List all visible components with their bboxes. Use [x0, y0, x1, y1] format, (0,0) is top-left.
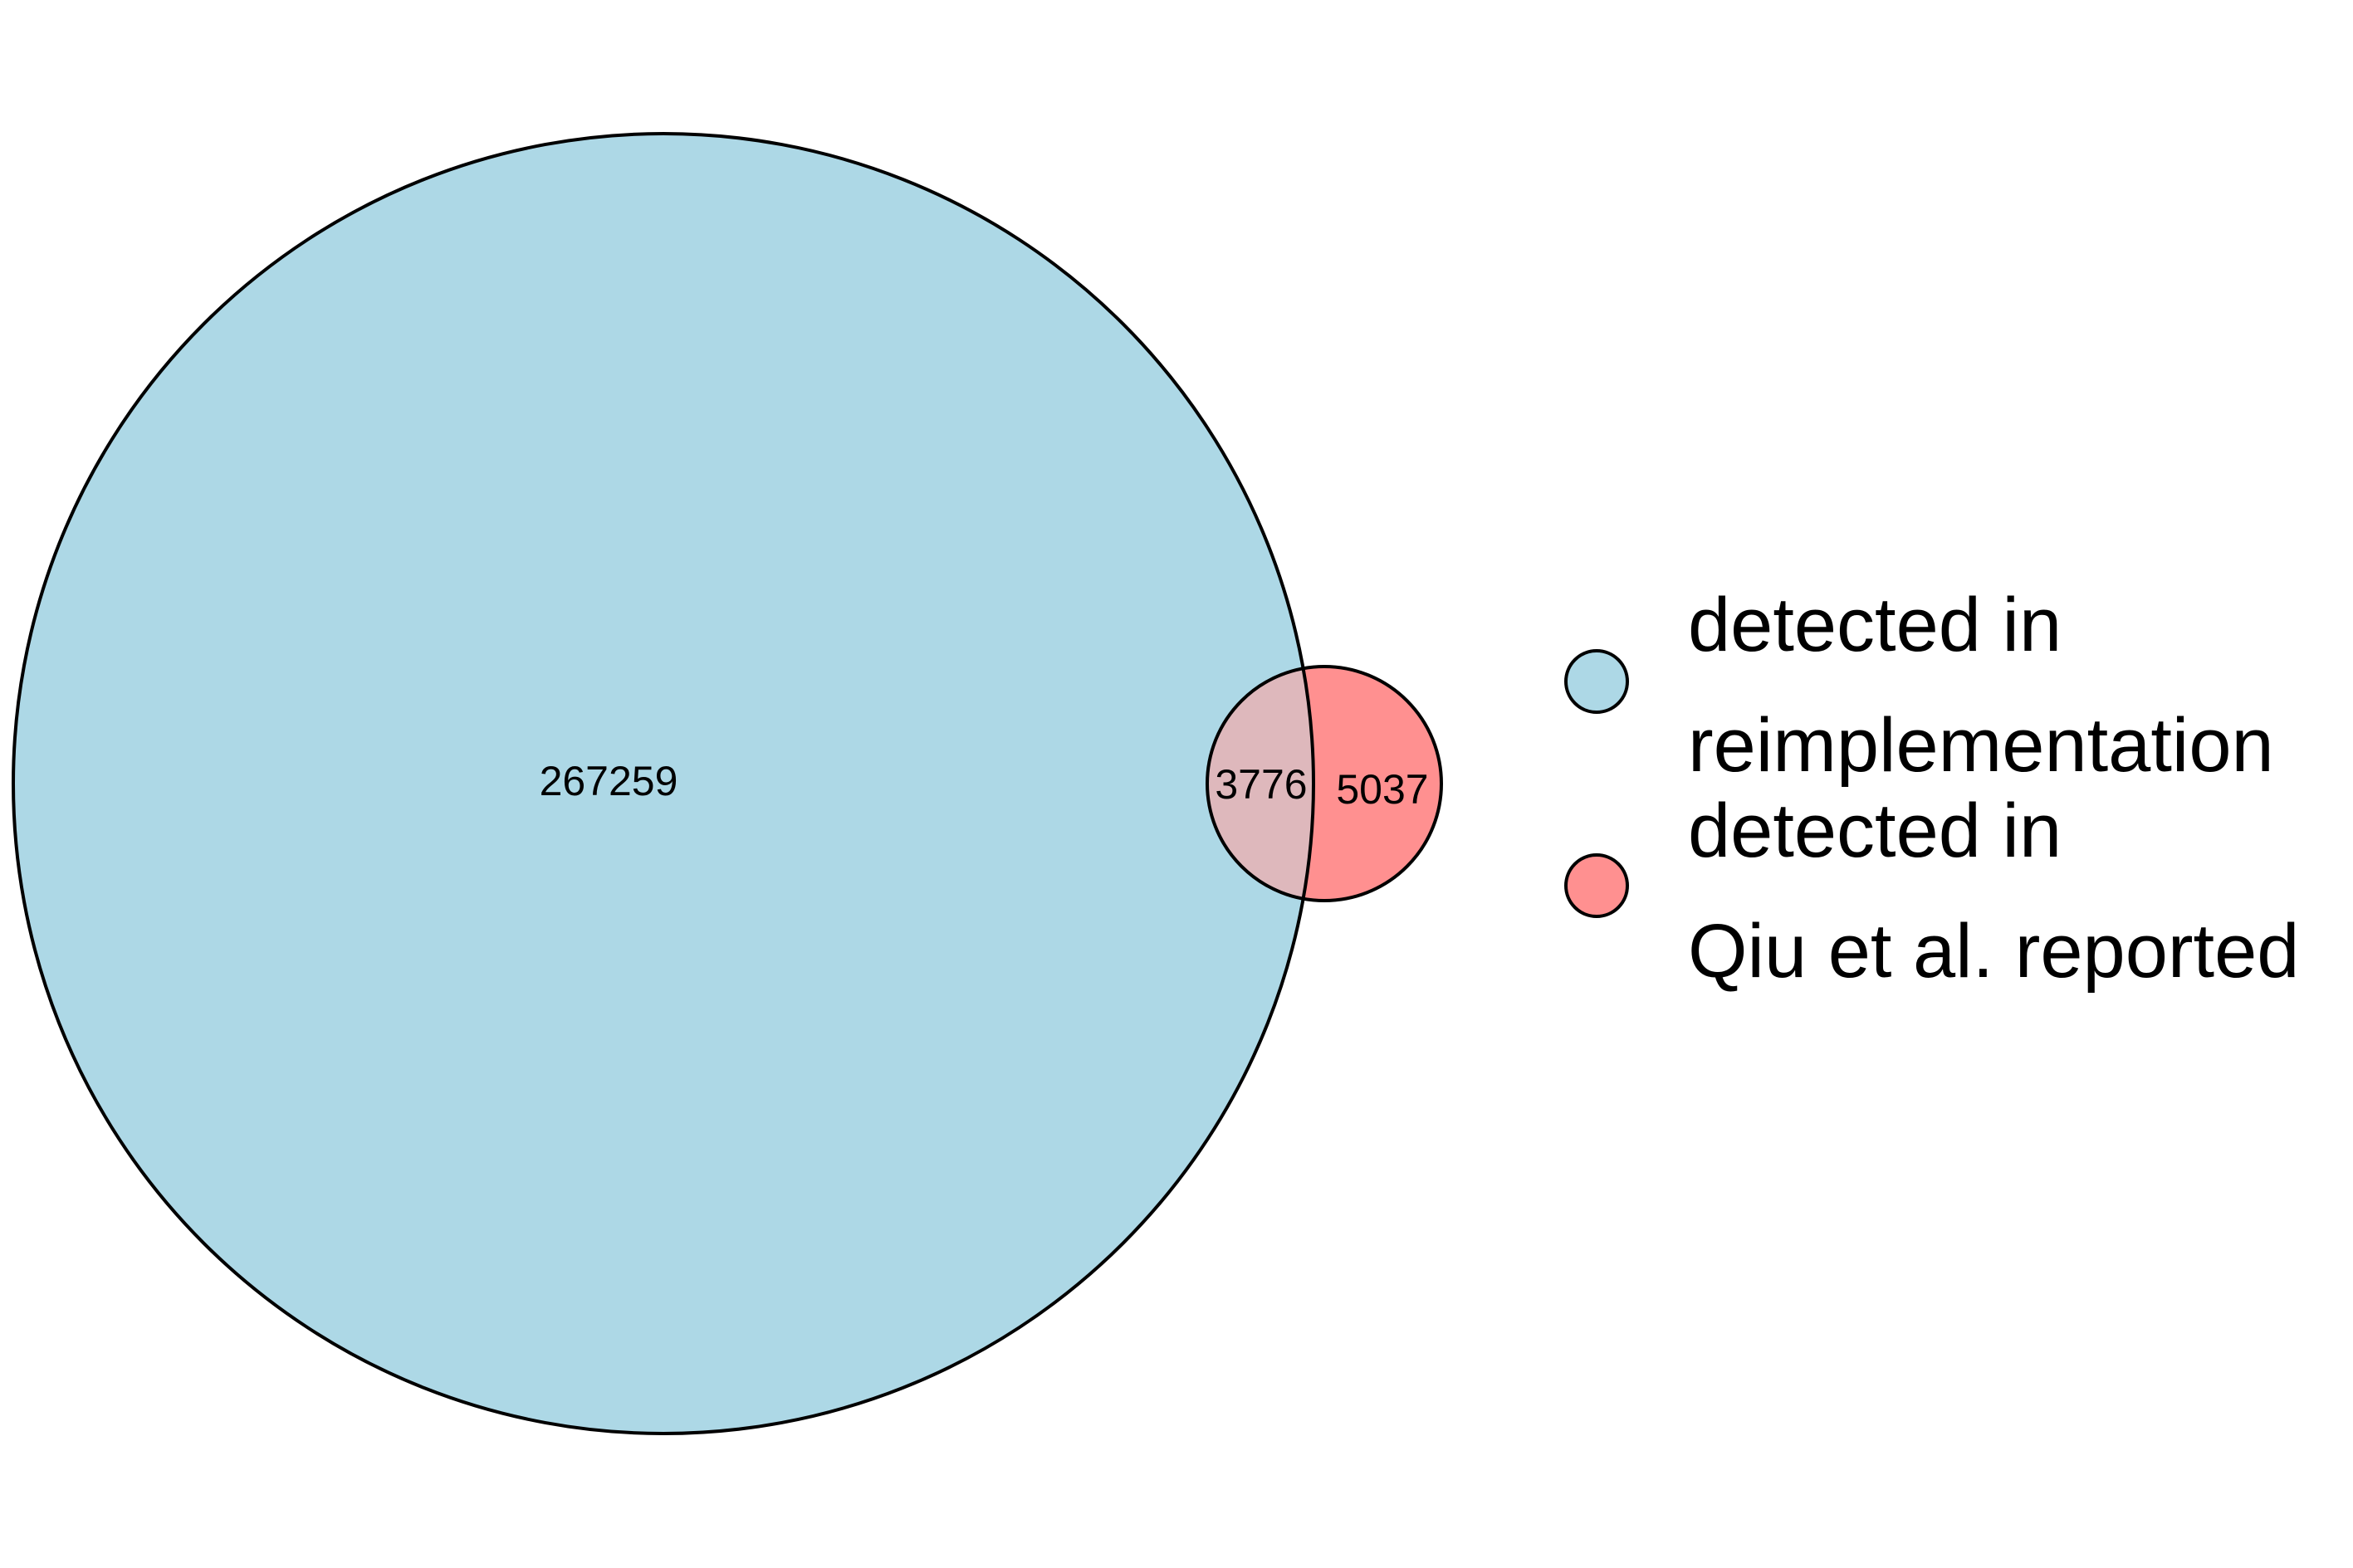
- legend-key-reimplementation-icon: [1564, 649, 1629, 714]
- legend-label-reimplementation-line1: detected in: [1688, 583, 2062, 667]
- overlap-count: 3776: [1215, 761, 1307, 808]
- legend-label-qiu-line1: detected in: [1688, 789, 2062, 873]
- legend-item-reimplementation: detected in reimplementation: [1564, 583, 2274, 788]
- legend-label-qiu-line2: Qiu et al. reported: [1688, 909, 2299, 994]
- overlap-region: [1207, 667, 1313, 901]
- only-reimplementation-count: 267259: [540, 758, 678, 804]
- legend-key-qiu-icon: [1564, 853, 1629, 918]
- legend-label-reimplementation-line2: reimplementation: [1688, 703, 2274, 788]
- qiu-set-outline: [1206, 665, 1443, 902]
- only-qiu-count: 5037: [1336, 766, 1428, 813]
- legend-item-qiu: detected in Qiu et al. reported: [1564, 789, 2299, 994]
- reimplementation-set-outline: [12, 132, 1315, 1435]
- reimplementation-set-circle: [13, 134, 1313, 1434]
- legend: detected in reimplementation detected in…: [1564, 583, 2299, 994]
